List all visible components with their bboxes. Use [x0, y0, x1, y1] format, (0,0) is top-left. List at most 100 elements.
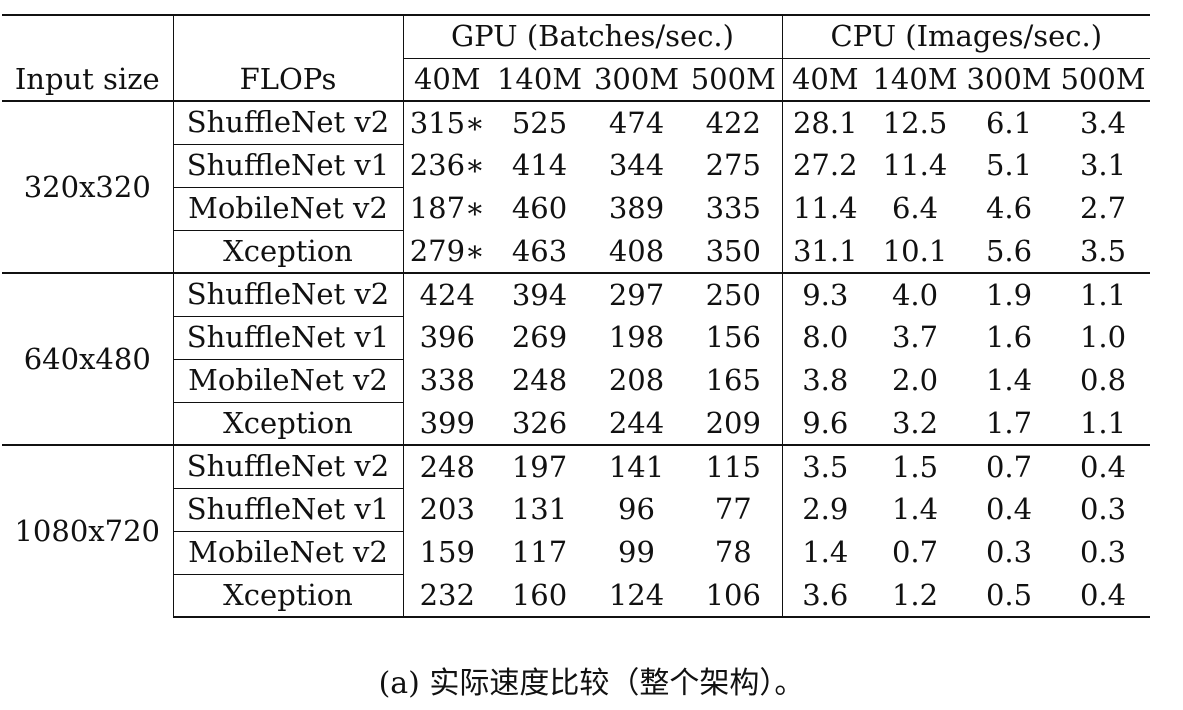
cpu-value-cell: 1.1 — [1056, 272, 1150, 316]
gpu-value-cell: 474 — [588, 100, 685, 144]
model-name-cell: ShuffleNet v1 — [172, 487, 403, 531]
gpu-value-cell: 197 — [491, 444, 588, 488]
gpu-value-cell: 165 — [705, 363, 761, 397]
cpu-value-cell: 11.4 — [882, 148, 948, 182]
gpu-value-cell: 396 — [402, 316, 491, 359]
cpu-value-cell: 0.7 — [962, 444, 1056, 488]
cpu-group-header: CPU (Images/sec.) — [781, 14, 1150, 59]
cpu-value-cell: 9.3 — [781, 272, 868, 316]
gpu-value-cell: 338 — [402, 359, 491, 402]
gpu-value-cell: 315∗ — [402, 100, 491, 144]
gpu-value-cell: 394 — [491, 272, 588, 316]
speed-comparison-table: GPU (Batches/sec.) CPU (Images/sec.) Inp… — [2, 14, 1150, 618]
cpu-value-cell: 3.6 — [781, 574, 868, 618]
cpu-value-cell: 1.4 — [985, 363, 1033, 397]
cpu-value-cell: 1.7 — [985, 405, 1033, 440]
input-size-cell: 320x320 — [2, 100, 173, 273]
gpu-value-cell: 460 — [511, 191, 568, 225]
cpu-value-cell: 31.1 — [781, 230, 868, 273]
cpu-value-cell: 3.2 — [891, 405, 939, 440]
gpu-value-cell: 326 — [511, 405, 568, 440]
cpu-value-cell: 0.8 — [1079, 363, 1127, 397]
gpu-value-cell: 350 — [705, 233, 761, 268]
cpu-value-cell: 5.1 — [985, 148, 1033, 182]
gpu-value-cell: 77 — [714, 492, 752, 526]
gpu-value-cell: 124 — [588, 574, 685, 618]
gpu-value-cell: 297 — [588, 272, 685, 316]
cpu-value-cell: 0.4 — [1056, 574, 1150, 618]
gpu-value-cell: 344 — [608, 148, 665, 182]
gpu-value-cell: 117 — [511, 535, 568, 569]
cpu-value-cell: 3.1 — [1079, 148, 1127, 182]
input-size-cell: 640x480 — [2, 272, 173, 445]
gpu-value-cell: 269 — [511, 320, 568, 354]
cpu-value-cell: 1.4 — [781, 531, 868, 574]
gpu-value-cell: 209 — [705, 405, 761, 440]
table-caption: (a) 实际速度比较（整个架构）。 — [378, 666, 805, 701]
model-name-cell: ShuffleNet v2 — [172, 100, 403, 144]
cpu-value-cell: 28.1 — [781, 100, 868, 144]
cpu-value-cell: 2.9 — [781, 488, 868, 531]
gpu-value-cell: 78 — [714, 535, 752, 569]
model-name-cell: MobileNet v2 — [172, 186, 403, 230]
cpu-col-header: 140M — [872, 61, 958, 96]
column-header-row: Input size FLOPs 40M 140M 300M 500M 40M … — [2, 58, 1150, 101]
cpu-value-cell: 1.6 — [985, 320, 1033, 354]
group-header-row: GPU (Batches/sec.) CPU (Images/sec.) — [2, 14, 1150, 59]
gpu-value-cell: 141 — [588, 444, 685, 488]
model-name-cell: Xception — [172, 401, 403, 445]
cpu-col-header: 300M — [966, 61, 1052, 96]
gpu-value-cell: 244 — [608, 405, 665, 440]
model-name-cell: Xception — [172, 573, 403, 618]
cpu-value-cell: 10.1 — [882, 233, 948, 268]
cpu-value-cell: 3.5 — [781, 444, 868, 488]
gpu-col-header: 300M — [593, 61, 680, 96]
cpu-value-cell: 2.0 — [891, 363, 939, 397]
model-name-cell: Xception — [172, 229, 403, 273]
input-size-cell: 1080x720 — [2, 444, 173, 617]
gpu-value-cell: 424 — [402, 272, 491, 316]
gpu-col-header: 500M — [690, 61, 776, 96]
gpu-col-header: 40M — [402, 58, 491, 101]
gpu-value-cell: 159 — [402, 531, 491, 574]
cpu-value-cell: 6.4 — [891, 191, 939, 225]
empty-header-cell — [172, 14, 403, 58]
cpu-value-cell: 0.5 — [962, 574, 1056, 618]
model-name-cell: MobileNet v2 — [172, 358, 403, 402]
gpu-value-cell: 463 — [511, 233, 568, 268]
gpu-value-cell: 408 — [608, 233, 665, 268]
cpu-value-cell: 9.6 — [781, 402, 868, 445]
input-size-header: Input size — [14, 61, 160, 96]
cpu-value-cell: 27.2 — [781, 144, 868, 187]
gpu-value-cell: 275 — [705, 148, 761, 182]
cpu-value-cell: 0.3 — [1079, 535, 1127, 569]
cpu-value-cell: 3.7 — [891, 320, 939, 354]
cpu-value-cell: 4.6 — [985, 191, 1033, 225]
gpu-value-cell: 399 — [402, 402, 491, 445]
cpu-value-cell: 8.0 — [781, 316, 868, 359]
gpu-value-cell: 414 — [511, 148, 568, 182]
cpu-value-cell: 3.5 — [1079, 233, 1127, 268]
cpu-value-cell: 0.3 — [985, 535, 1033, 569]
cpu-value-cell: 1.5 — [868, 444, 962, 488]
cpu-value-cell: 5.6 — [985, 233, 1033, 268]
gpu-value-cell: 99 — [618, 535, 655, 569]
gpu-value-cell: 106 — [685, 574, 782, 618]
model-name-cell: MobileNet v2 — [172, 530, 403, 574]
cpu-value-cell: 0.4 — [985, 492, 1033, 526]
model-name-cell: ShuffleNet v2 — [172, 272, 403, 316]
gpu-value-cell: 156 — [705, 320, 761, 354]
cpu-value-cell: 3.8 — [781, 359, 868, 402]
gpu-value-cell: 131 — [511, 492, 568, 526]
gpu-value-cell: 115 — [685, 444, 782, 488]
cpu-value-cell: 2.7 — [1079, 191, 1127, 225]
